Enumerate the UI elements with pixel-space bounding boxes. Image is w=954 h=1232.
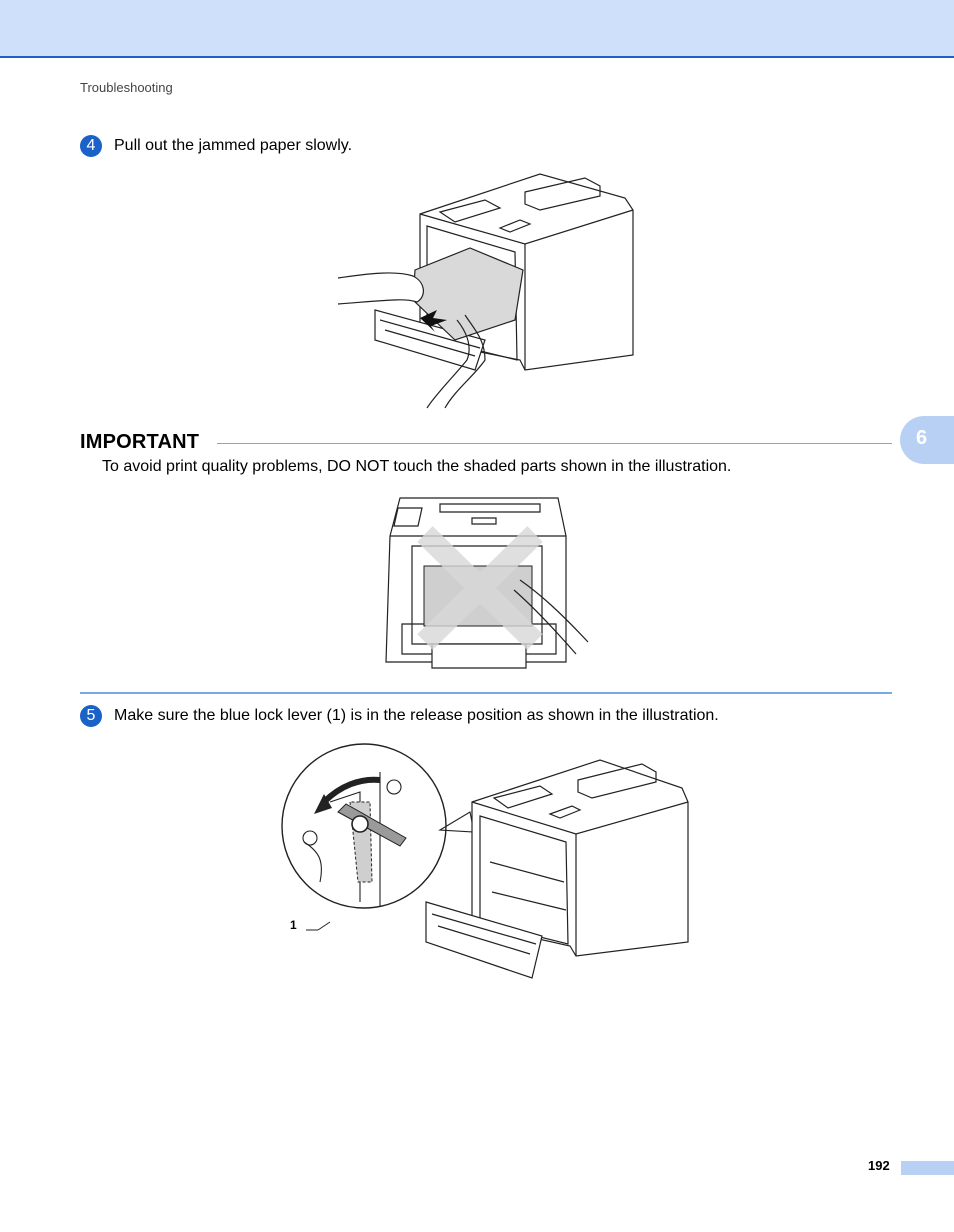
jammed-paper-illustration — [337, 173, 634, 409]
header-band — [0, 0, 954, 56]
breadcrumb: Troubleshooting — [80, 80, 173, 95]
chapter-tab: 6 — [900, 416, 954, 464]
step-5-text: Make sure the blue lock lever (1) is in … — [114, 707, 719, 724]
important-rule — [217, 443, 892, 444]
shaded-parts-illustration — [385, 497, 589, 669]
step-4-text: Pull out the jammed paper slowly. — [114, 137, 353, 154]
important-text: To avoid print quality problems, DO NOT … — [102, 458, 732, 475]
callout-label-1: 1 — [290, 918, 297, 932]
page-number: 192 — [868, 1158, 890, 1173]
page-number-tab — [901, 1161, 954, 1175]
chapter-number: 6 — [916, 427, 928, 449]
step-5-badge: 5 — [80, 705, 102, 727]
lock-lever-illustration: 1 — [281, 743, 689, 979]
section-divider — [80, 692, 892, 694]
header-rule — [0, 56, 954, 58]
step-4-badge: 4 — [80, 135, 102, 157]
important-heading: IMPORTANT — [80, 431, 200, 453]
